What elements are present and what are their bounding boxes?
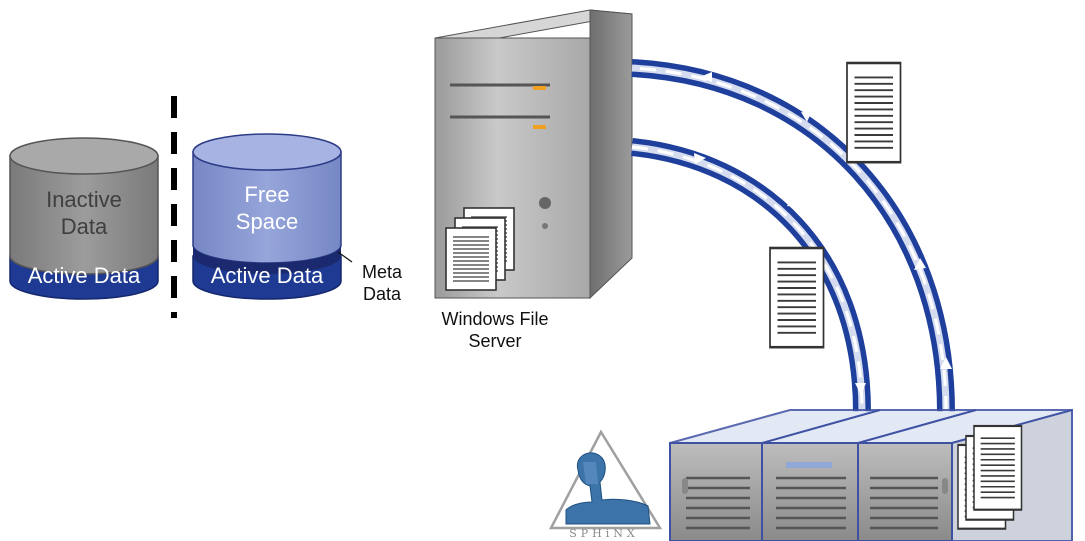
- windows-file-server: [434, 9, 633, 300]
- right-cylinder-top: [192, 133, 342, 171]
- sphinx-logo-figure: [565, 452, 651, 525]
- storage-top-divider-1: [761, 409, 881, 444]
- outer-arrow-2: [801, 112, 811, 122]
- storage-top-divider-2: [857, 409, 977, 444]
- sphinx-logo-headdress: [583, 462, 598, 484]
- outer-arrow-3: [940, 357, 952, 369]
- sphinx-wordmark-text: SPHiNX: [569, 527, 639, 540]
- server-document-stack-icon: [445, 207, 515, 291]
- sphinx-logo: [548, 429, 663, 530]
- document-lower-icon: [768, 246, 825, 349]
- power-button-icon: [539, 197, 551, 209]
- outer-arrow-4: [914, 258, 926, 270]
- drive-led-2: [533, 125, 546, 129]
- sphinx-logo-wordmark: SPHiNX: [548, 527, 660, 540]
- left-cylinder-active-label: Active Data: [10, 263, 158, 290]
- outer-arrow-1: [700, 72, 712, 82]
- left-cylinder: [9, 137, 159, 300]
- right-cylinder: [192, 133, 353, 300]
- storage-indicator: [786, 462, 832, 468]
- right-cylinder-meta-band: [193, 245, 341, 274]
- inner-arrow-3: [855, 383, 866, 395]
- document-upper-icon: [845, 61, 902, 164]
- right-active-text: Active Data: [210, 263, 324, 288]
- flow-arc-inner: [631, 138, 871, 413]
- storage-handle-right: [942, 478, 948, 494]
- left-active-text: Active Data: [27, 263, 141, 288]
- power-led-icon: [542, 223, 548, 229]
- meta-data-leader-line: [337, 251, 353, 263]
- flow-arc-outer: [631, 59, 955, 413]
- left-cylinder-top: [9, 137, 159, 175]
- storage-vent-lines: [686, 476, 938, 530]
- inner-arrow-2: [787, 197, 800, 207]
- storage-handle-left: [682, 478, 688, 494]
- inner-arrow-1: [694, 153, 706, 164]
- left-cylinder-inactive-body: [9, 155, 159, 275]
- storage-array: [669, 408, 1073, 541]
- right-cylinder-active-label: Active Data: [193, 263, 341, 290]
- storage-front-face: [669, 442, 953, 541]
- storage-document-stack-icon: [956, 424, 1023, 530]
- drive-led-1: [533, 86, 546, 90]
- server-side-face: [589, 9, 633, 300]
- sphinx-logo-triangle: [548, 429, 663, 530]
